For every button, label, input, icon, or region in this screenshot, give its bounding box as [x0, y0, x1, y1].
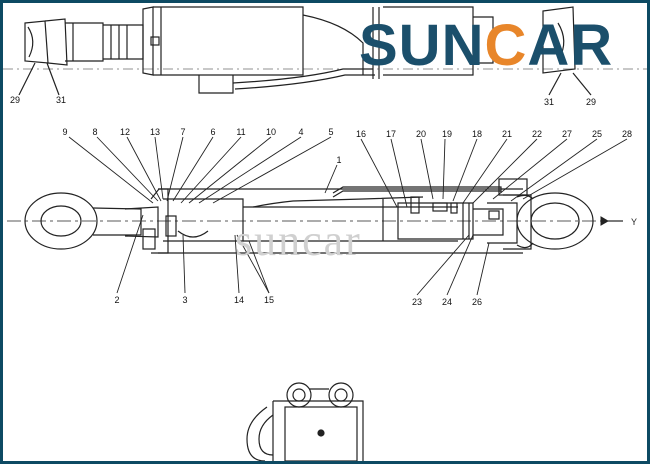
callout-19: 19	[442, 129, 452, 139]
logo-text-left: SUN	[359, 13, 485, 78]
callout-4: 4	[298, 127, 303, 137]
callout-22: 22	[532, 129, 542, 139]
callout-5: 5	[328, 127, 333, 137]
callout-top-29-right: 29	[586, 97, 596, 107]
callout-7: 7	[180, 127, 185, 137]
callout-10: 10	[266, 127, 276, 137]
logo-text-c: C	[484, 13, 528, 78]
callout-12: 12	[120, 127, 130, 137]
callout-top-31-left: 31	[56, 95, 66, 105]
callout-14: 14	[234, 295, 244, 305]
callout-9: 9	[62, 127, 67, 137]
callout-8: 8	[92, 127, 97, 137]
callout-3: 3	[182, 295, 187, 305]
callout-27: 27	[562, 129, 572, 139]
callout-16: 16	[356, 129, 366, 139]
callout-25: 25	[592, 129, 602, 139]
top-cylinder-view	[3, 6, 647, 94]
callout-top-29-left: 29	[10, 95, 20, 105]
logo-text-right: AR	[527, 13, 614, 78]
main-cylinder	[7, 178, 623, 254]
axis-label-y: Y	[631, 217, 637, 227]
callout-20: 20	[416, 129, 426, 139]
callout-top-31-right: 31	[544, 97, 554, 107]
callout-23: 23	[412, 297, 422, 307]
callout-26: 26	[472, 297, 482, 307]
callout-15: 15	[264, 295, 274, 305]
bottom-end-view	[246, 382, 364, 461]
callout-13: 13	[150, 127, 160, 137]
callout-2: 2	[114, 295, 119, 305]
callout-1: 1	[336, 155, 341, 165]
callout-21: 21	[502, 129, 512, 139]
callout-18: 18	[472, 129, 482, 139]
callout-6: 6	[210, 127, 215, 137]
suncar-logo: SUNCAR	[359, 11, 647, 81]
callout-17: 17	[386, 129, 396, 139]
callout-28: 28	[622, 129, 632, 139]
callout-24: 24	[442, 297, 452, 307]
watermark-text: suncar	[235, 216, 362, 265]
hydraulic-cylinder-drawing: Y 9 8 12 13 7 6 11 10 4 5 1 16 17 20 19 …	[3, 6, 647, 461]
callout-11: 11	[236, 127, 245, 137]
